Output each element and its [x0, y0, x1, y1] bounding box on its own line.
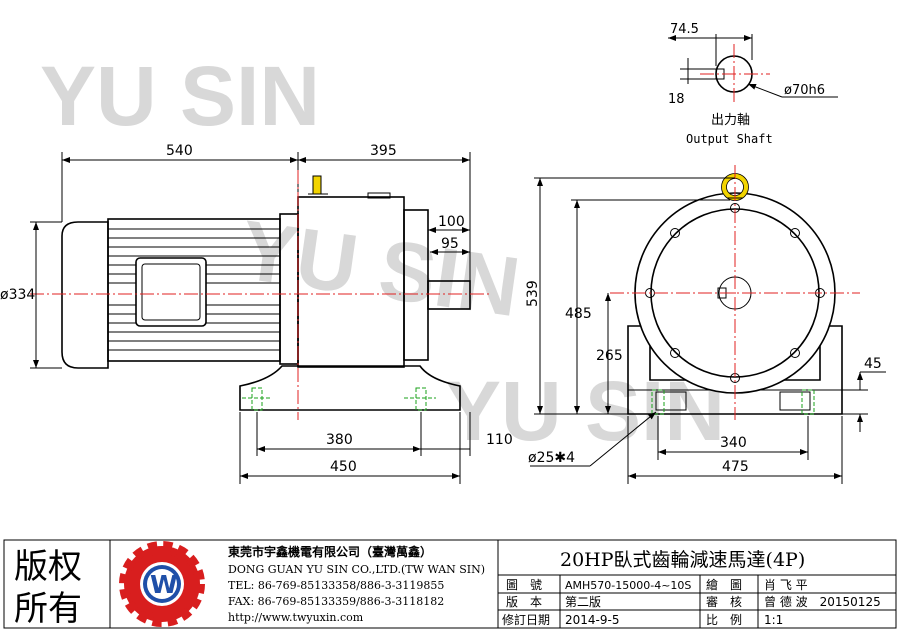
- company-name-cn: 東莞市宇鑫機電有限公司（臺灣萬鑫）: [228, 544, 432, 559]
- leader-dia: [747, 83, 783, 98]
- watermark: YU SIN YU SIN YU SIN: [40, 49, 725, 458]
- dim-539: 539: [525, 280, 541, 307]
- dim-holes: ø25✱4: [528, 450, 575, 466]
- output-shaft-detail: 74.5 18 ø70h6 出力軸 Output Shaft: [668, 22, 838, 146]
- motor-fan-cover: [61, 221, 109, 369]
- dim-475: 475: [722, 459, 749, 475]
- row3-key1: 修訂日期: [502, 612, 550, 627]
- output-shaft: [427, 280, 471, 310]
- dim-110: 110: [486, 432, 513, 448]
- dim-380: 380: [326, 432, 353, 448]
- row3-key2: 比 例: [706, 613, 742, 627]
- dim-340: 340: [720, 435, 747, 451]
- foot-pad-left: [655, 391, 687, 411]
- company-web: http://www.twyuxin.com: [228, 611, 364, 624]
- company-fax: FAX: 86-769-85133359/886-3-3118182: [228, 595, 444, 608]
- hidden-bolt-hole: [251, 387, 263, 411]
- dim-450: 450: [330, 459, 357, 475]
- row2-key1: 版 本: [506, 595, 542, 609]
- terminal-box-inner: [141, 263, 201, 321]
- shaft-label-en: Output Shaft: [686, 132, 773, 146]
- hidden-bolt-hole: [651, 389, 665, 415]
- terminal-box: [135, 257, 207, 327]
- drawing-title: 20HP臥式齒輪減速馬達(4P): [560, 549, 805, 571]
- shaft-label-cn: 出力軸: [711, 113, 750, 128]
- copyright-line-2: 所有: [14, 589, 82, 629]
- drawing-number: AMH570-15000-4~10S: [565, 579, 691, 592]
- drafter: 肖 飞 平: [764, 578, 808, 592]
- copyright-line-1: 版权: [14, 547, 82, 587]
- revision-date: 2014-9-5: [565, 613, 619, 627]
- dim-45: 45: [864, 356, 882, 372]
- foot-pad-right: [779, 391, 811, 411]
- company-logo: W: [119, 541, 205, 627]
- eye-bolt-side: [312, 175, 322, 195]
- company-name-en: DONG GUAN YU SIN CO.,LTD.(TW WAN SIN): [228, 563, 485, 576]
- title-block-frame: [3, 539, 897, 629]
- dim-395: 395: [370, 143, 397, 159]
- reviewer: 曾 德 波 20150125: [764, 594, 881, 609]
- dim-95: 95: [441, 236, 459, 252]
- row1-key1: 圖 號: [506, 578, 542, 592]
- row1-key2: 繪 圖: [706, 577, 742, 592]
- dim-74-5: 74.5: [670, 22, 699, 37]
- dim-100: 100: [438, 214, 465, 230]
- gearbox-base: [239, 365, 461, 411]
- front-feet: [627, 325, 843, 415]
- hidden-bolt-hole: [415, 387, 427, 411]
- scale: 1:1: [764, 613, 783, 627]
- logo-letter: W: [150, 570, 178, 599]
- watermark-text-1: YU SIN: [40, 49, 320, 143]
- dim-540: 540: [166, 143, 193, 159]
- dim-265: 265: [596, 348, 623, 364]
- dim-dia-70h6: ø70h6: [784, 83, 825, 98]
- row2-key2: 審 核: [706, 594, 742, 609]
- dim-18: 18: [668, 92, 685, 107]
- hidden-bolt-hole: [801, 389, 815, 415]
- dim-485: 485: [565, 306, 592, 322]
- front-view: 539 485 265 45 340 475 ø25✱4: [525, 165, 886, 484]
- company-tel: TEL: 86-769-85133358/886-3-3119855: [228, 579, 444, 592]
- version: 第二版: [565, 595, 601, 609]
- gearbox-top-plug: [367, 192, 391, 199]
- leader-holes: [589, 411, 657, 467]
- dim-dia-334: ø334: [0, 287, 35, 303]
- side-view: 540 395: [0, 143, 513, 484]
- title-block: 版权 所有 W 東莞市宇鑫機電有限公司（臺灣萬鑫） DONG GUAN YU S…: [3, 539, 897, 629]
